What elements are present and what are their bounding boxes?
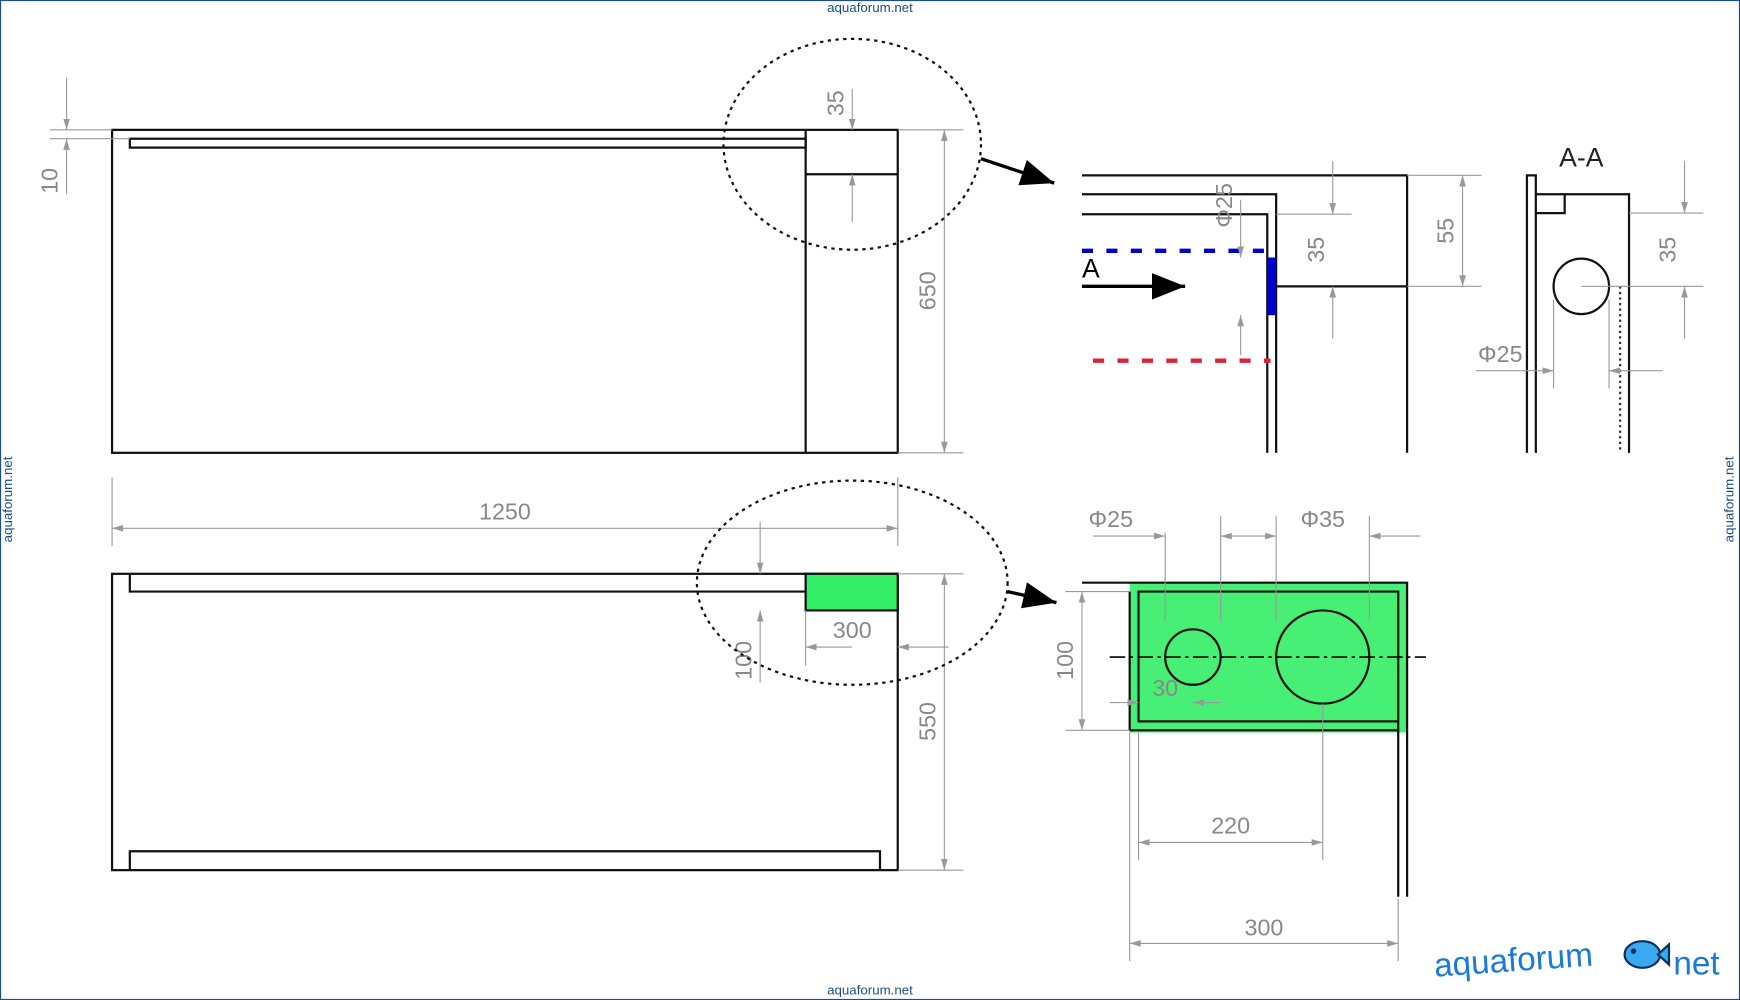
dim-1250: 1250: [479, 498, 531, 524]
phi25-aa: Φ25: [1478, 341, 1523, 367]
dim-35-detail: 35: [1303, 237, 1329, 263]
label-a: A: [1082, 253, 1100, 283]
dim-220: 220: [1211, 813, 1250, 839]
dim-300-plan: 300: [1245, 915, 1284, 941]
dim-300-bottom: 300: [833, 617, 872, 643]
bottom-view: 300 100 550: [110, 479, 1057, 872]
detail-section: A Φ25 35 55: [1081, 160, 1482, 453]
phi25-vertical: Φ25: [1211, 183, 1237, 228]
watermark-right: aquaforum.net: [1721, 456, 1736, 542]
logo-word1: aquaforum: [1433, 937, 1594, 985]
dim-100-bottom: 100: [730, 641, 756, 680]
watermark-left: aquaforum.net: [0, 456, 15, 542]
top-view: 10 35 650: [37, 37, 1055, 454]
dim-10: 10: [37, 168, 63, 194]
dim-30: 30: [1152, 675, 1178, 701]
section-aa: A-A 35 Φ25: [1475, 142, 1704, 453]
dim-550: 550: [914, 702, 940, 741]
watermark-bottom: aquaforum.net: [827, 982, 913, 997]
detail-plan: Φ25 Φ35 100 30 220 300: [1052, 506, 1426, 962]
watermark-top: aquaforum.net: [827, 0, 913, 15]
dim-35-top: 35: [822, 90, 848, 116]
phi25-plan: Φ25: [1089, 506, 1134, 532]
dim-650: 650: [914, 271, 940, 310]
dim-35-aa: 35: [1655, 237, 1681, 263]
phi35-plan: Φ35: [1300, 506, 1345, 532]
fish-icon: [1623, 940, 1671, 969]
dim-55: 55: [1433, 218, 1459, 244]
section-title: A-A: [1559, 142, 1604, 172]
logo-word2: net: [1673, 945, 1719, 982]
dim-100-plan: 100: [1052, 641, 1078, 680]
aquaforum-logo: aquaforum net: [1433, 937, 1720, 985]
